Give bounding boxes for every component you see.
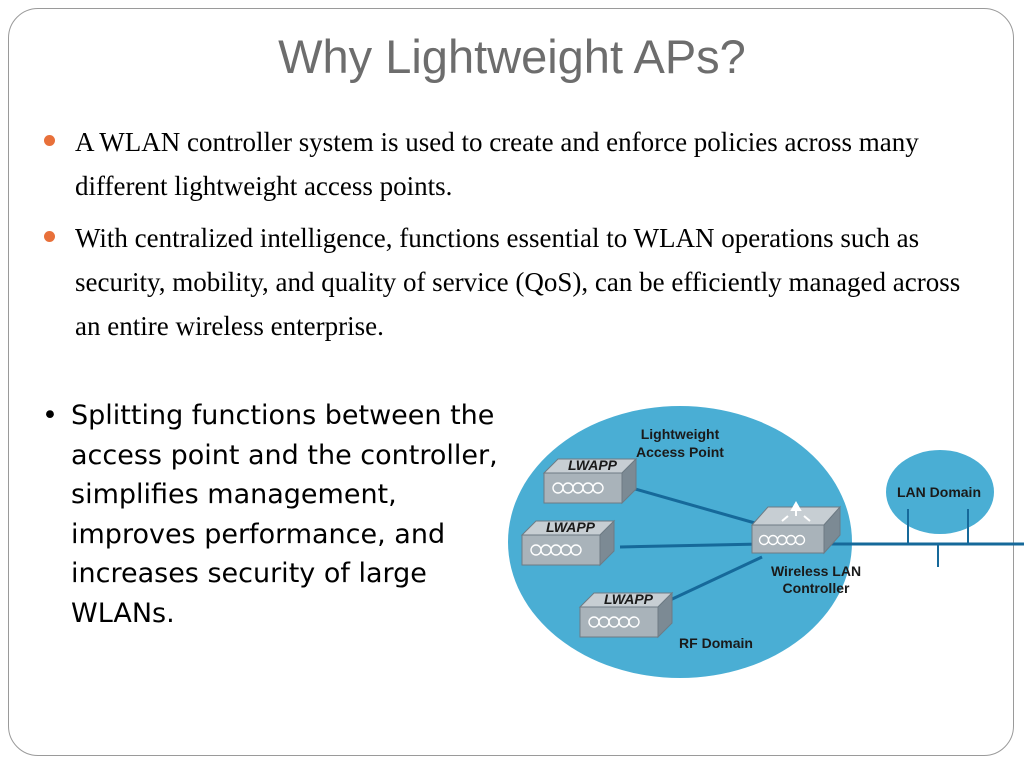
access-point-icon: LWAPP xyxy=(542,457,638,505)
lightweight-ap-label-line2: Access Point xyxy=(636,444,724,460)
lwapp-label: LWAPP xyxy=(568,457,618,473)
bullet-dot-icon xyxy=(44,231,55,242)
controller-label-line1: Wireless LAN xyxy=(771,563,861,579)
bullet-text: A WLAN controller system is used to crea… xyxy=(75,127,919,201)
wlan-controller-icon xyxy=(750,500,842,555)
bullet-item: With centralized intelligence, functions… xyxy=(44,216,964,348)
lwapp-label: LWAPP xyxy=(604,591,654,607)
access-point-icon: LWAPP xyxy=(520,519,616,567)
ap-link-line xyxy=(667,555,763,603)
lwapp-label: LWAPP xyxy=(546,519,596,535)
side-bullet: • Splitting functions between the access… xyxy=(42,396,512,633)
bullet-list: A WLAN controller system is used to crea… xyxy=(44,120,964,356)
controller-label-line2: Controller xyxy=(783,580,850,596)
slide-frame: Why Lightweight APs? xyxy=(8,8,1014,756)
side-bullet-text: Splitting functions between the access p… xyxy=(71,400,498,629)
ap-link-line xyxy=(627,485,763,527)
bullet-text: With centralized intelligence, functions… xyxy=(75,223,961,341)
lightweight-ap-label-line1: Lightweight xyxy=(641,426,720,442)
bullet-item: A WLAN controller system is used to crea… xyxy=(44,120,964,208)
rf-domain-label: RF Domain xyxy=(679,635,753,651)
network-diagram: LWAPP LWAPP LWAPP xyxy=(508,406,1024,678)
lan-domain-label: LAN Domain xyxy=(897,484,981,500)
ap-link-line xyxy=(619,542,763,549)
access-point-icon: LWAPP xyxy=(578,591,674,639)
side-bullet-marker: • xyxy=(42,400,58,431)
bullet-dot-icon xyxy=(44,135,55,146)
slide-title: Why Lightweight APs? xyxy=(278,30,746,83)
